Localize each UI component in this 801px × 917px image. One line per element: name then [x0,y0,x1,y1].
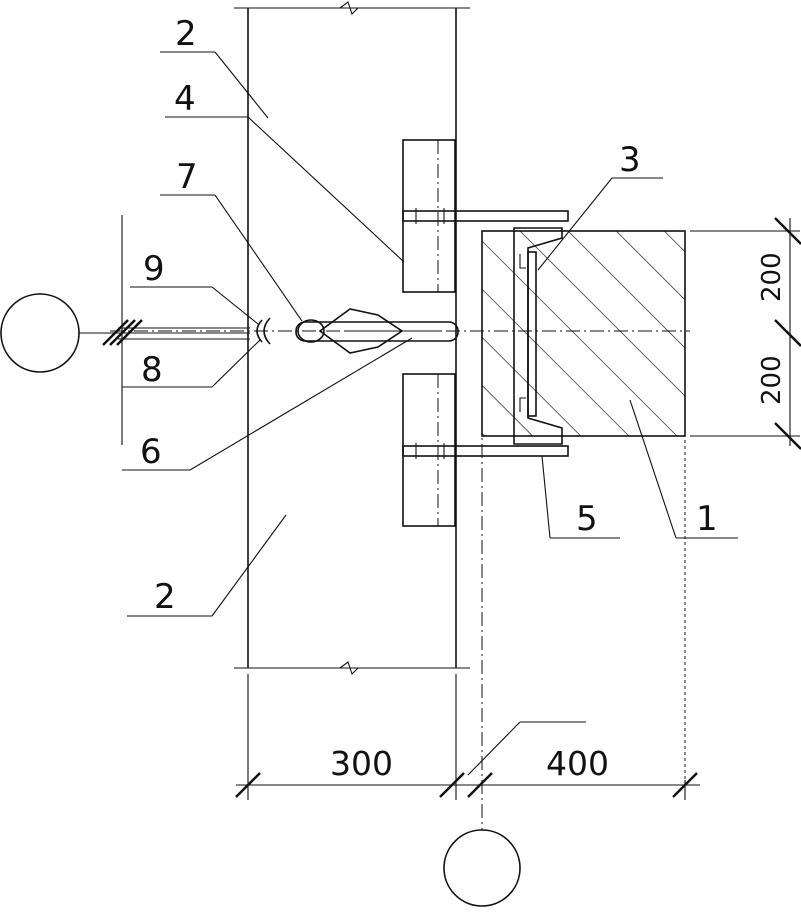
vertical-dimension: 200 200 [690,217,801,450]
callout-7: 7 [176,157,198,197]
lower-steel-plate [402,373,456,527]
callout-labels: 2 4 7 9 8 6 2 3 5 1 [140,14,718,617]
horizontal-dimension: 300 400 [235,674,700,800]
callout-1: 1 [696,499,718,539]
callout-2-bottom: 2 [154,577,176,617]
callout-5: 5 [576,499,598,539]
new-concrete-column [481,230,686,437]
dimension-200-lower: 200 [757,355,787,405]
lower-tie-bar [402,443,569,459]
existing-wall [234,1,470,676]
upper-steel-plate [402,139,456,293]
dimension-300: 300 [330,744,393,783]
callout-8: 8 [141,350,163,390]
leader-lines [122,51,738,776]
upper-tie-bar [402,208,569,224]
callout-9: 9 [143,249,165,289]
callout-2-top: 2 [175,14,197,54]
dimension-400: 400 [546,744,609,783]
callout-6: 6 [140,432,162,472]
dimension-200-upper: 200 [757,252,787,302]
callout-3: 3 [619,140,641,180]
anchor-bar [256,308,459,354]
embedded-channel [513,227,563,445]
callout-4: 4 [174,79,196,119]
axis-bubble-left [0,215,250,445]
axis-bubble-bottom [443,829,521,907]
